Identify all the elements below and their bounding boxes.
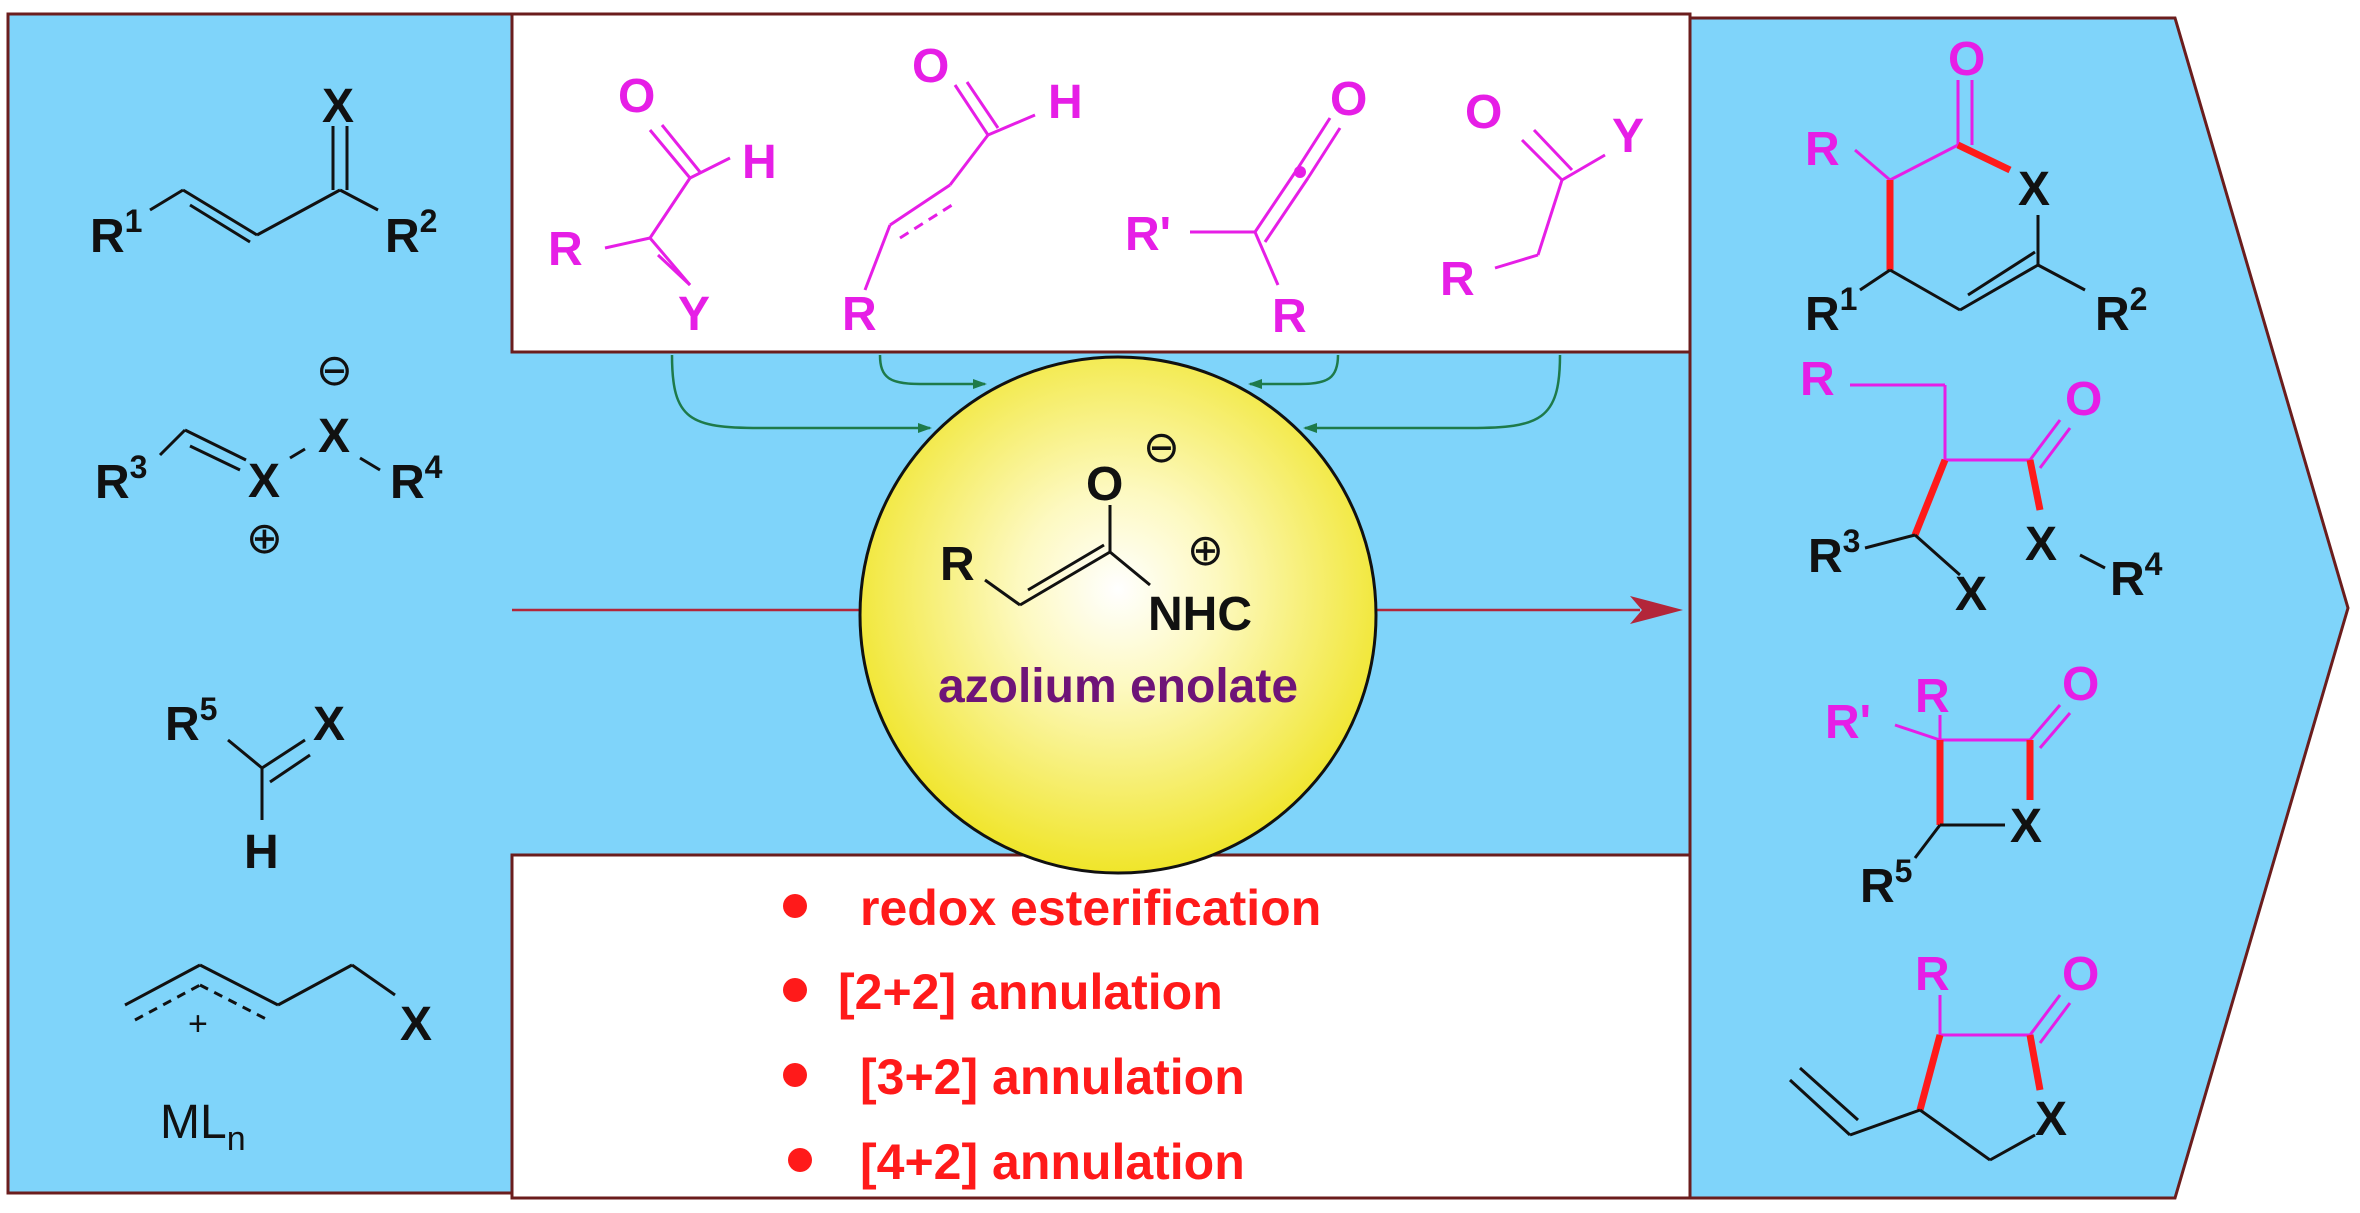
enolate-nhc: NHC: [1148, 588, 1252, 641]
reaction-type-list: redox esterification [2+2] annulation [3…: [783, 880, 1321, 1190]
five-ring-o: O: [2065, 373, 2102, 426]
allyl-plus: +: [188, 1005, 208, 1043]
six-ring-r2: R2: [2095, 281, 2147, 341]
five-ring-x-right: X: [2025, 518, 2057, 571]
allyl-metal-substrate: [124, 963, 396, 1022]
enal-r: R: [842, 288, 877, 341]
enolate-o: O: [1086, 458, 1123, 511]
four-ring-o: O: [2062, 658, 2099, 711]
aldehyde-o: O: [618, 70, 655, 123]
vinyl-ring-x: X: [2035, 1093, 2067, 1146]
bullet: [788, 1148, 812, 1172]
product-four-ring: [1894, 704, 2072, 859]
four-ring-r5: R5: [1860, 853, 1912, 913]
six-ring-o: O: [1948, 33, 1985, 86]
enolate-minus: ⊖: [1143, 423, 1180, 472]
five-ring-r: R: [1800, 353, 1835, 406]
five-ring-r4: R4: [2110, 546, 2163, 606]
reaction-type-item: [2+2] annulation: [838, 964, 1223, 1020]
ylide-r3: R3: [95, 449, 147, 509]
four-ring-r: R: [1915, 670, 1950, 723]
enolate-structure: [984, 505, 1151, 607]
aldimine-x: X: [313, 698, 345, 751]
aldehyde-r: R: [548, 223, 583, 276]
aldimine-h: H: [244, 826, 279, 879]
reaction-type-item: [3+2] annulation: [860, 1049, 1245, 1105]
main-arrow: [512, 596, 1683, 624]
six-ring-x: X: [2018, 163, 2050, 216]
acyl-r: R: [1440, 253, 1475, 306]
five-ring-r3: R3: [1808, 523, 1860, 583]
precursor-ketene: [1190, 117, 1342, 286]
six-ring-r1: R1: [1805, 281, 1857, 341]
product-five-ring: [1850, 383, 2106, 577]
ketene-r-prime: R': [1125, 208, 1171, 261]
ylide-r4: R4: [390, 449, 443, 509]
enone-r1: R1: [90, 203, 142, 263]
aldehyde-y: Y: [678, 288, 710, 341]
reaction-type-item: redox esterification: [860, 880, 1321, 936]
reaction-type-box: [510, 853, 1692, 1200]
enal-h: H: [1048, 76, 1083, 129]
allyl-mln: MLn: [160, 1096, 246, 1158]
enone-substrate: [149, 126, 379, 244]
product-six-ring: [1854, 80, 2086, 312]
precursor-box: [510, 12, 1692, 354]
six-ring-r: R: [1805, 123, 1840, 176]
precursor-alpha-aldehyde: [604, 124, 731, 287]
four-ring-r-prime: R': [1825, 696, 1871, 749]
ketene-dot: [1294, 166, 1306, 178]
vinyl-ring-r: R: [1915, 948, 1950, 1001]
vinyl-ring-o: O: [2062, 948, 2099, 1001]
aldehyde-h: H: [742, 136, 777, 189]
bullet: [783, 1063, 807, 1087]
green-arrows: [670, 354, 1562, 433]
ylide-minus: ⊖: [316, 346, 353, 395]
enolate-r: R: [940, 538, 975, 591]
reaction-type-item: [4+2] annulation: [860, 1134, 1245, 1190]
bullet: [783, 894, 807, 918]
four-ring-x: X: [2010, 800, 2042, 853]
bullet: [783, 978, 807, 1002]
allyl-x: X: [400, 998, 432, 1051]
ylide-x-bottom: X: [248, 455, 280, 508]
precursor-acyl: [1494, 128, 1606, 270]
azolium-enolate-sphere: [858, 355, 1378, 875]
ketene-r: R: [1272, 290, 1307, 343]
five-ring-x-bottom: X: [1955, 568, 1987, 621]
acyl-o: O: [1465, 86, 1502, 139]
precursor-enal: [863, 81, 1036, 291]
enolate-plus: ⊕: [1187, 526, 1224, 575]
aldimine-r5: R5: [165, 691, 217, 751]
enal-o: O: [912, 40, 949, 93]
acyl-y: Y: [1612, 110, 1644, 163]
ylide-substrate: [158, 428, 381, 472]
ketene-o: O: [1330, 73, 1367, 126]
enone-r2: R2: [385, 203, 437, 263]
ylide-x-top: X: [318, 410, 350, 463]
product-vinyl-ring: [1788, 994, 2072, 1162]
ylide-plus: ⊕: [246, 514, 283, 563]
aldimine-substrate: [227, 738, 311, 820]
enone-x: X: [322, 80, 354, 133]
azolium-enolate-label: azolium enolate: [938, 660, 1298, 713]
